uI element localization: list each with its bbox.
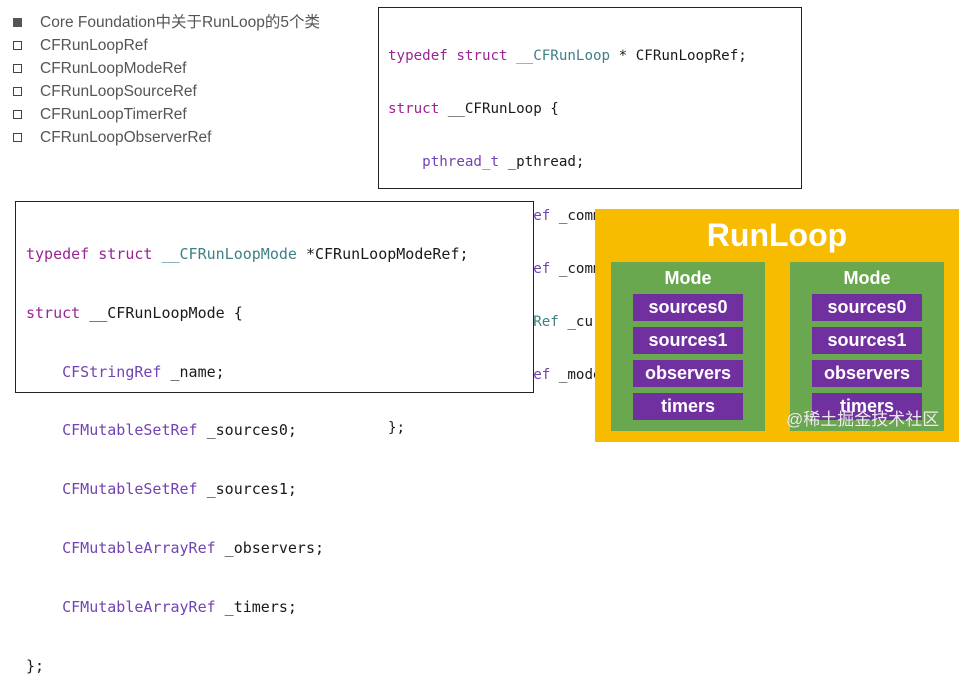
mode-box: Mode sources0 sources1 observers timers: [790, 262, 944, 431]
code-line: typedef struct __CFRunLoop * CFRunLoopRe…: [388, 46, 801, 67]
code-keyword: typedef: [388, 48, 448, 64]
hollow-square-bullet-icon: [13, 87, 22, 96]
class-list: Core Foundation中关于RunLoop的5个类 CFRunLoopR…: [12, 11, 320, 149]
mode-item-timers: timers: [812, 393, 922, 420]
list-item-text: CFRunLoopObserverRef: [40, 129, 212, 146]
mode-title: Mode: [664, 268, 712, 288]
list-item-text: CFRunLoopRef: [40, 37, 148, 54]
code-keyword: struct: [456, 48, 508, 64]
code-field: _pthread;: [499, 154, 585, 171]
code-line: CFMutableSetRef _sources1;: [26, 478, 533, 501]
code-line: CFMutableArrayRef _observers;: [26, 537, 533, 560]
code-line: CFMutableSetRef _sources0;: [26, 419, 533, 442]
code-keyword: struct: [388, 101, 440, 118]
watermark: @稀土掘金技术社区: [786, 410, 940, 429]
code-type: __CFRunLoop: [516, 48, 611, 64]
mode-box: Mode sources0 sources1 observers timers: [611, 262, 765, 431]
hollow-square-bullet-icon: [13, 110, 22, 119]
filled-square-bullet-icon: [13, 18, 22, 27]
code-text: };: [388, 420, 406, 437]
code-keyword: struct: [26, 303, 81, 322]
code-field: _observers;: [215, 538, 325, 557]
runloop-title: RunLoop: [706, 217, 848, 253]
code-line: pthread_t _pthread;: [388, 152, 801, 173]
mode-item-observers: observers: [633, 360, 743, 387]
code-type: CFMutableSetRef: [62, 421, 198, 440]
runloop-mode-struct-code-block: typedef struct __CFRunLoopMode *CFRunLoo…: [15, 201, 534, 675]
mode-item-sources1: sources1: [633, 327, 743, 354]
list-item: CFRunLoopRef: [12, 34, 320, 57]
list-item: CFRunLoopTimerRef: [12, 103, 320, 126]
list-item: CFRunLoopObserverRef: [12, 126, 320, 149]
hollow-square-bullet-icon: [13, 133, 22, 142]
code-keyword: struct: [98, 245, 153, 263]
code-type: __CFRunLoopMode: [161, 245, 297, 263]
code-line: };: [26, 655, 533, 678]
code-text: __CFRunLoop {: [439, 101, 559, 118]
code-line: struct __CFRunLoopMode {: [26, 302, 533, 325]
list-item: CFRunLoopSourceRef: [12, 80, 320, 103]
code-field: _name;: [161, 362, 225, 381]
list-item-text: CFRunLoopTimerRef: [40, 106, 187, 123]
mode-title: Mode: [843, 268, 891, 288]
code-line: struct __CFRunLoop {: [388, 99, 801, 120]
code-line: CFStringRef _name;: [26, 361, 533, 384]
code-text: *CFRunLoopModeRef;: [296, 245, 469, 263]
code-type: CFMutableArrayRef: [62, 597, 216, 616]
mode-item-sources0: sources0: [812, 294, 922, 321]
code-line: };: [388, 418, 801, 439]
hollow-square-bullet-icon: [13, 64, 22, 73]
list-item-text: CFRunLoopSourceRef: [40, 83, 197, 100]
runloop-diagram: RunLoop Mode sources0 sources1 observers…: [595, 209, 959, 442]
list-item-text: CFRunLoopModeRef: [40, 60, 187, 77]
list-item: Core Foundation中关于RunLoop的5个类: [12, 11, 320, 34]
code-type: CFMutableArrayRef: [62, 538, 216, 557]
code-field: _sources0;: [197, 421, 297, 440]
mode-item-timers: timers: [633, 393, 743, 420]
code-line: CFMutableArrayRef _timers;: [26, 596, 533, 619]
code-type: pthread_t: [422, 154, 500, 171]
code-text: * CFRunLoopRef;: [610, 48, 747, 64]
code-line: typedef struct __CFRunLoopMode *CFRunLoo…: [26, 243, 533, 266]
code-text: __CFRunLoopMode {: [80, 303, 243, 322]
list-item-text: Core Foundation中关于RunLoop的5个类: [40, 14, 320, 31]
hollow-square-bullet-icon: [13, 41, 22, 50]
code-type: CFMutableSetRef: [62, 480, 198, 499]
mode-item-observers: observers: [812, 360, 922, 387]
code-field: _timers;: [215, 597, 297, 616]
code-keyword: typedef: [26, 245, 90, 263]
code-text: };: [26, 656, 45, 675]
code-field: _sources1;: [197, 480, 297, 499]
mode-item-sources0: sources0: [633, 294, 743, 321]
mode-item-sources1: sources1: [812, 327, 922, 354]
code-type: CFStringRef: [62, 362, 162, 381]
list-item: CFRunLoopModeRef: [12, 57, 320, 80]
runloop-struct-code-block: typedef struct __CFRunLoop * CFRunLoopRe…: [378, 7, 802, 436]
